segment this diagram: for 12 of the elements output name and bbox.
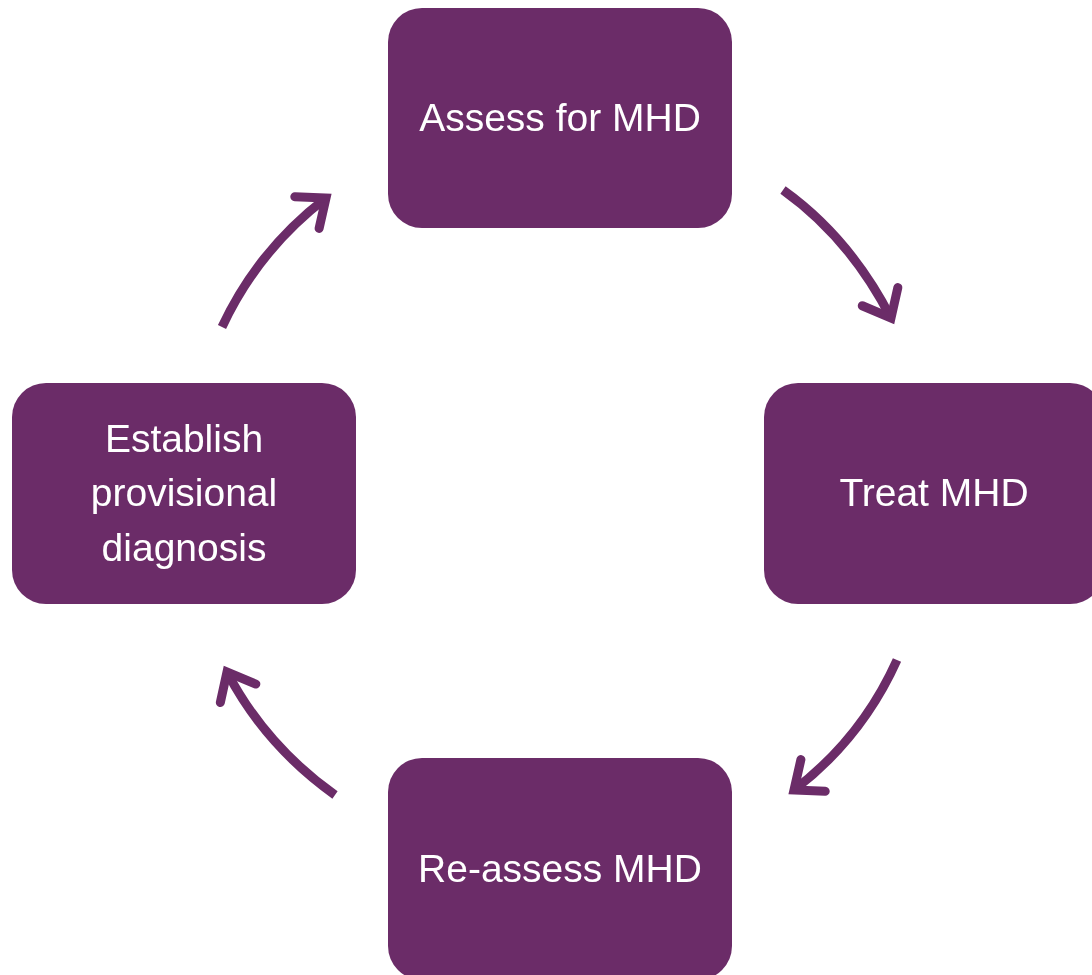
box-label: Re-assess MHD — [418, 845, 702, 892]
curved-arrow — [217, 192, 331, 329]
curved-arrow — [216, 667, 338, 799]
box-label: Assess for MHD — [419, 94, 701, 141]
process-box — [388, 8, 732, 228]
process-box — [388, 758, 732, 975]
curved-arrow — [780, 186, 902, 323]
box-label: Establish provisional diagnosis — [89, 415, 279, 571]
curved-arrow — [789, 658, 902, 796]
box-label: Treat MHD — [839, 470, 1029, 517]
process-box — [764, 383, 1092, 604]
process-box — [12, 383, 356, 604]
